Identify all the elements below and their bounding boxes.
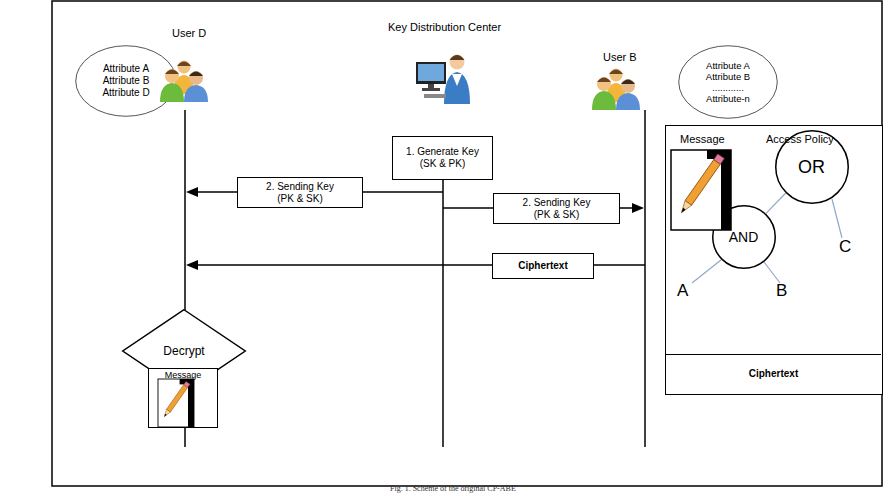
- tree-branch: [764, 262, 780, 283]
- node-text: Attribute A: [706, 60, 750, 71]
- arrow-head: [186, 187, 198, 197]
- message-box: Message: [148, 368, 218, 428]
- user-name: User B: [603, 51, 637, 63]
- center-name: Key Distribution Center: [388, 21, 501, 33]
- figure-frame: [52, 1, 882, 486]
- node-text: Message: [165, 370, 202, 381]
- message-box: Ciphertext: [492, 253, 594, 279]
- tree-branch: [692, 260, 721, 283]
- arrow-head: [632, 203, 644, 213]
- node-text: Access Policy: [766, 133, 834, 146]
- node-text: OR: [798, 157, 825, 177]
- arrow-head: [186, 260, 198, 270]
- node-text: Ciphertext: [518, 260, 567, 272]
- message-box: 2. Sending Key (PK & SK): [237, 177, 363, 208]
- user-icon: [592, 69, 640, 111]
- ciphertext-band: Ciphertext: [666, 354, 881, 393]
- figure-caption: Fig. 1. Scheme of the original CP-ABE: [390, 484, 516, 493]
- server-operator-icon: [416, 55, 470, 105]
- node-text: Attribute D: [102, 87, 149, 99]
- message-icon: [158, 379, 194, 427]
- tree-branch: [832, 199, 842, 238]
- lifeline: [644, 110, 646, 447]
- attribute-set: Attribute AAttribute B............Attrib…: [678, 45, 778, 119]
- node-text: AND: [729, 229, 759, 245]
- circle-shape: [775, 130, 848, 203]
- ellipse-shape: [679, 46, 778, 119]
- user-name: User D: [172, 27, 206, 39]
- lifeline: [442, 180, 444, 447]
- ellipse-shape: [76, 46, 177, 117]
- user-icon: [160, 61, 208, 103]
- node-text: ............: [712, 82, 744, 93]
- node-text: Attribute B: [706, 71, 750, 82]
- node-text: Attribute B: [103, 75, 150, 87]
- node-text: Decrypt: [163, 344, 204, 358]
- leaf-attribute: A: [677, 281, 688, 301]
- node-text: Ciphertext: [749, 368, 798, 380]
- circle-shape: [712, 205, 775, 268]
- tree-branch: [766, 193, 786, 214]
- diamond-shape: [123, 310, 246, 393]
- node-text: Attribute A: [103, 63, 149, 75]
- leaf-attribute: B: [776, 281, 787, 301]
- message-icon: [671, 150, 731, 230]
- node-text: Attribute-n: [706, 93, 750, 104]
- message-box: 2. Sending Key (PK & SK): [493, 193, 620, 224]
- leaf-attribute: C: [839, 237, 851, 257]
- ciphertext-panel: Message Access PolicyOR AND Ciphertext: [665, 125, 883, 395]
- node-text: 2. Sending Key (PK & SK): [518, 197, 595, 221]
- node-text: 1. Generate Key (SK & PK): [406, 146, 479, 170]
- node-text: Message: [680, 133, 725, 146]
- attribute-set: Attribute AAttribute BAttribute D: [75, 45, 177, 117]
- process-box: 1. Generate Key (SK & PK): [392, 136, 493, 180]
- node-text: 2. Sending Key (PK & SK): [262, 181, 338, 205]
- policy-gate: AND: [712, 205, 776, 269]
